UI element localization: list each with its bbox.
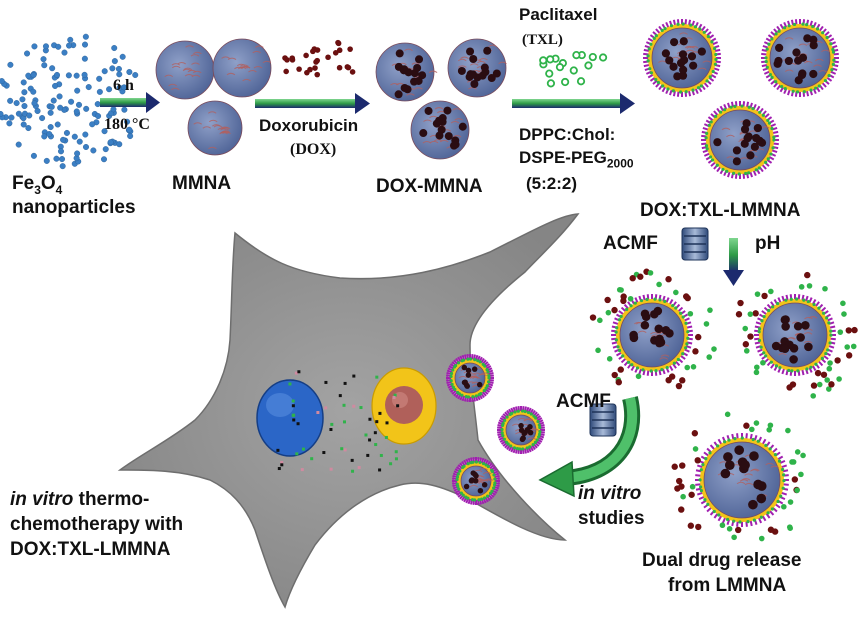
thermo-line1: in vitro thermo-: [10, 489, 150, 510]
lipid-line2-label: DSPE-PEG2000: [519, 148, 634, 171]
arrow-doxorubicin: [255, 93, 370, 114]
doxorubicin-label: Doxorubicin: [259, 116, 359, 135]
intracellular-drugs: [276, 370, 400, 473]
mmna-label: MMNA: [172, 173, 232, 194]
thermo-line3: DOX:TXL-LMMNA: [10, 539, 171, 560]
dox-mmna-label: DOX-MMNA: [376, 176, 483, 197]
nanoparticles-label: nanoparticles: [12, 197, 136, 218]
arrow-6h: [100, 92, 160, 113]
lmmna-particle: [761, 19, 839, 97]
membrane-particle: [446, 354, 494, 402]
studies-label: studies: [578, 508, 645, 529]
release-particle: [589, 268, 717, 390]
lmmna-particle: [643, 19, 721, 97]
dox-mmna-particle: [447, 38, 507, 98]
server-stack-icon: [589, 403, 617, 437]
release-particle: [671, 411, 806, 542]
lipid-line1-label: DPPC:Chol:: [519, 125, 616, 144]
dox-mmna-particle: [375, 42, 438, 102]
txl-molecules: [539, 50, 608, 88]
dox-txl-lmmna-label: DOX:TXL-LMMNA: [640, 200, 801, 221]
paclitaxel-label: Paclitaxel: [519, 5, 598, 24]
ph-label: pH: [755, 233, 781, 254]
nucleus: [256, 379, 324, 457]
mmna-particle: [155, 40, 215, 100]
dual-release-line2: from LMMNA: [668, 575, 787, 596]
lipid-ratio-label: (5:2:2): [526, 174, 578, 193]
fe3o4-nanoparticle-cluster: [0, 33, 139, 170]
dox-abbrev-label: (DOX): [290, 141, 337, 158]
membrane-particle: [452, 457, 500, 505]
acmf-top-label: ACMF: [603, 233, 658, 254]
release-particle: [735, 271, 858, 399]
acmf-bottom-label: ACMF: [556, 391, 611, 412]
membrane-particle: [497, 406, 545, 454]
lmmna-particle: [701, 101, 779, 179]
temperature-label: 180 °C: [104, 116, 150, 133]
dual-release-line1: Dual drug release: [642, 550, 802, 571]
dox-mmna-particle: [410, 100, 470, 160]
dox-molecules: [282, 39, 356, 78]
fe3o4-label: Fe3O4: [12, 173, 63, 197]
in-vitro-studies-italic: in vitro: [578, 483, 642, 504]
thermo-line2: chemotherapy with: [10, 514, 184, 535]
arrow-curved-uptake: [538, 396, 641, 498]
mmna-particle: [212, 38, 272, 98]
time-label: 6 h: [113, 77, 134, 94]
server-stack-icon: [681, 227, 709, 261]
arrow-ph-down: [723, 238, 744, 286]
txl-abbrev-label: (TXL): [522, 32, 563, 48]
mmna-particle: [187, 100, 243, 156]
arrow-paclitaxel: [512, 93, 635, 114]
